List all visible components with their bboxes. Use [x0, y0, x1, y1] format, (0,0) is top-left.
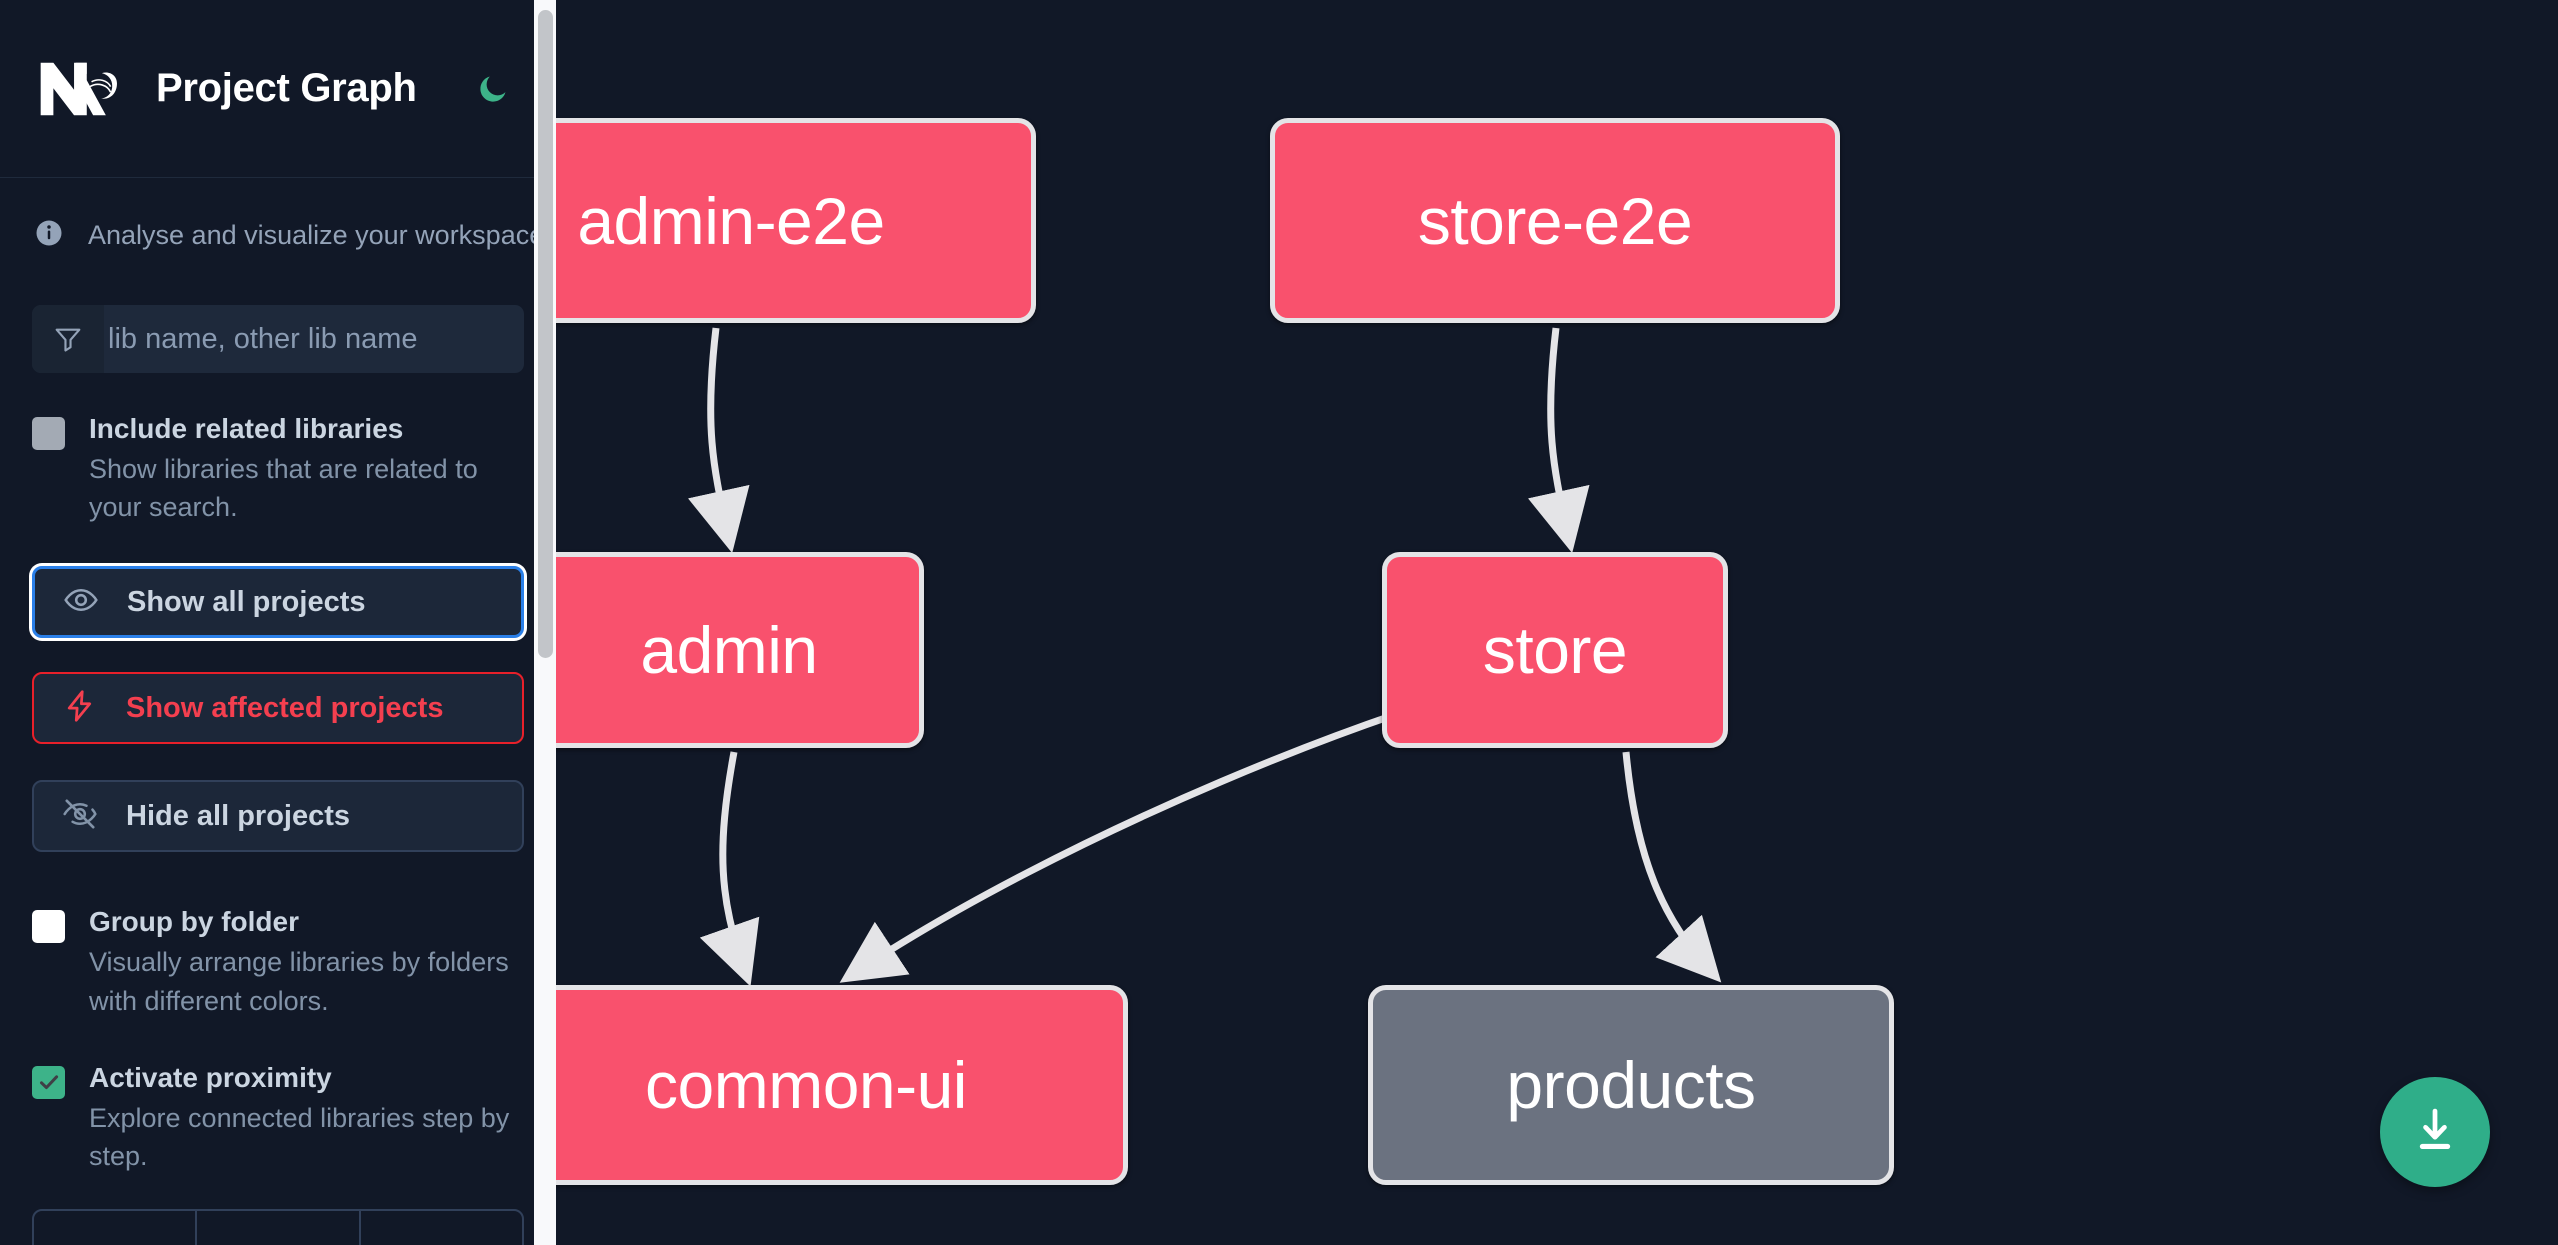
hide-all-projects-button[interactable]: Hide all projects	[32, 780, 524, 853]
segment-3[interactable]	[361, 1211, 522, 1245]
checkbox-label: Activate proximity	[89, 1061, 332, 1093]
checkbox-include-related-libraries[interactable]: Include related libraries Show libraries…	[32, 411, 524, 526]
graph-node-store[interactable]: store	[1382, 552, 1728, 748]
checkbox-unchecked-icon[interactable]	[32, 417, 65, 450]
graph-node-admin-e2e[interactable]: admin-e2e	[556, 118, 1036, 323]
graph-node-store-e2e[interactable]: store-e2e	[1270, 118, 1840, 323]
checkbox-label: Include related libraries	[89, 413, 404, 444]
sidebar-scrollbar-thumb[interactable]	[538, 10, 553, 658]
sidebar-scrollbar[interactable]	[534, 0, 556, 1245]
segmented-control[interactable]	[32, 1209, 524, 1245]
download-icon	[2408, 1103, 2462, 1162]
tagline-row: Analyse and visualize your workspace.	[32, 178, 552, 253]
filter-icon	[32, 305, 104, 373]
node-label: admin	[640, 613, 818, 687]
node-label: store	[1482, 613, 1628, 687]
checkbox-description: Visually arrange libraries by folders wi…	[89, 947, 509, 1016]
edge-admin-to-common-ui	[699, 751, 760, 987]
segment-2[interactable]	[197, 1211, 361, 1245]
button-label: Show all projects	[127, 585, 366, 618]
edge-store-to-products	[1622, 751, 1722, 983]
show-all-projects-button[interactable]: Show all projects	[32, 566, 524, 639]
show-affected-projects-button[interactable]: Show affected projects	[32, 672, 524, 745]
node-label: products	[1506, 1048, 1756, 1122]
graph-canvas[interactable]: implicit implicit admin-e2e store-e2e ad…	[556, 0, 2558, 1245]
checkbox-activate-proximity[interactable]: Activate proximity Explore connected lib…	[32, 1060, 524, 1175]
nx-logo-icon	[34, 58, 130, 120]
tagline-text: Analyse and visualize your workspace.	[88, 220, 552, 250]
node-label: store-e2e	[1417, 183, 1693, 258]
checkbox-description: Show libraries that are related to your …	[89, 453, 478, 523]
info-icon	[34, 218, 64, 253]
edge-store-e2e-to-store	[1527, 327, 1590, 554]
eye-icon	[63, 582, 99, 623]
checkbox-description: Explore connected libraries step by step…	[89, 1102, 510, 1172]
sidebar: Project Graph Analyse and visualize your…	[0, 0, 556, 1245]
checkbox-group-by-folder[interactable]: Group by folder Visually arrange librari…	[32, 904, 524, 1019]
node-label: admin-e2e	[577, 183, 885, 258]
graph-node-admin[interactable]: admin	[556, 552, 924, 748]
sidebar-body: Analyse and visualize your workspace. In…	[0, 178, 556, 1175]
graph-node-products[interactable]: products	[1368, 985, 1894, 1185]
checkbox-checked-icon[interactable]	[32, 1065, 65, 1099]
graph-node-common-ui[interactable]: common-ui	[556, 985, 1128, 1185]
search-input[interactable]	[104, 305, 524, 373]
moon-icon[interactable]	[473, 69, 513, 109]
checkbox-label: Group by folder	[89, 906, 299, 938]
button-label: Show affected projects	[126, 691, 444, 724]
sidebar-header: Project Graph	[0, 0, 556, 178]
lightning-bolt-icon	[62, 688, 98, 729]
download-button[interactable]	[2380, 1077, 2490, 1187]
eye-off-icon	[62, 796, 98, 837]
search-field[interactable]	[32, 305, 524, 373]
segment-1[interactable]	[34, 1211, 198, 1245]
node-label: common-ui	[645, 1048, 967, 1122]
button-label: Hide all projects	[126, 799, 351, 832]
edge-admin-e2e-to-admin	[687, 327, 750, 554]
checkbox-unchecked-icon[interactable]	[32, 910, 65, 944]
page-title: Project Graph	[156, 66, 417, 110]
